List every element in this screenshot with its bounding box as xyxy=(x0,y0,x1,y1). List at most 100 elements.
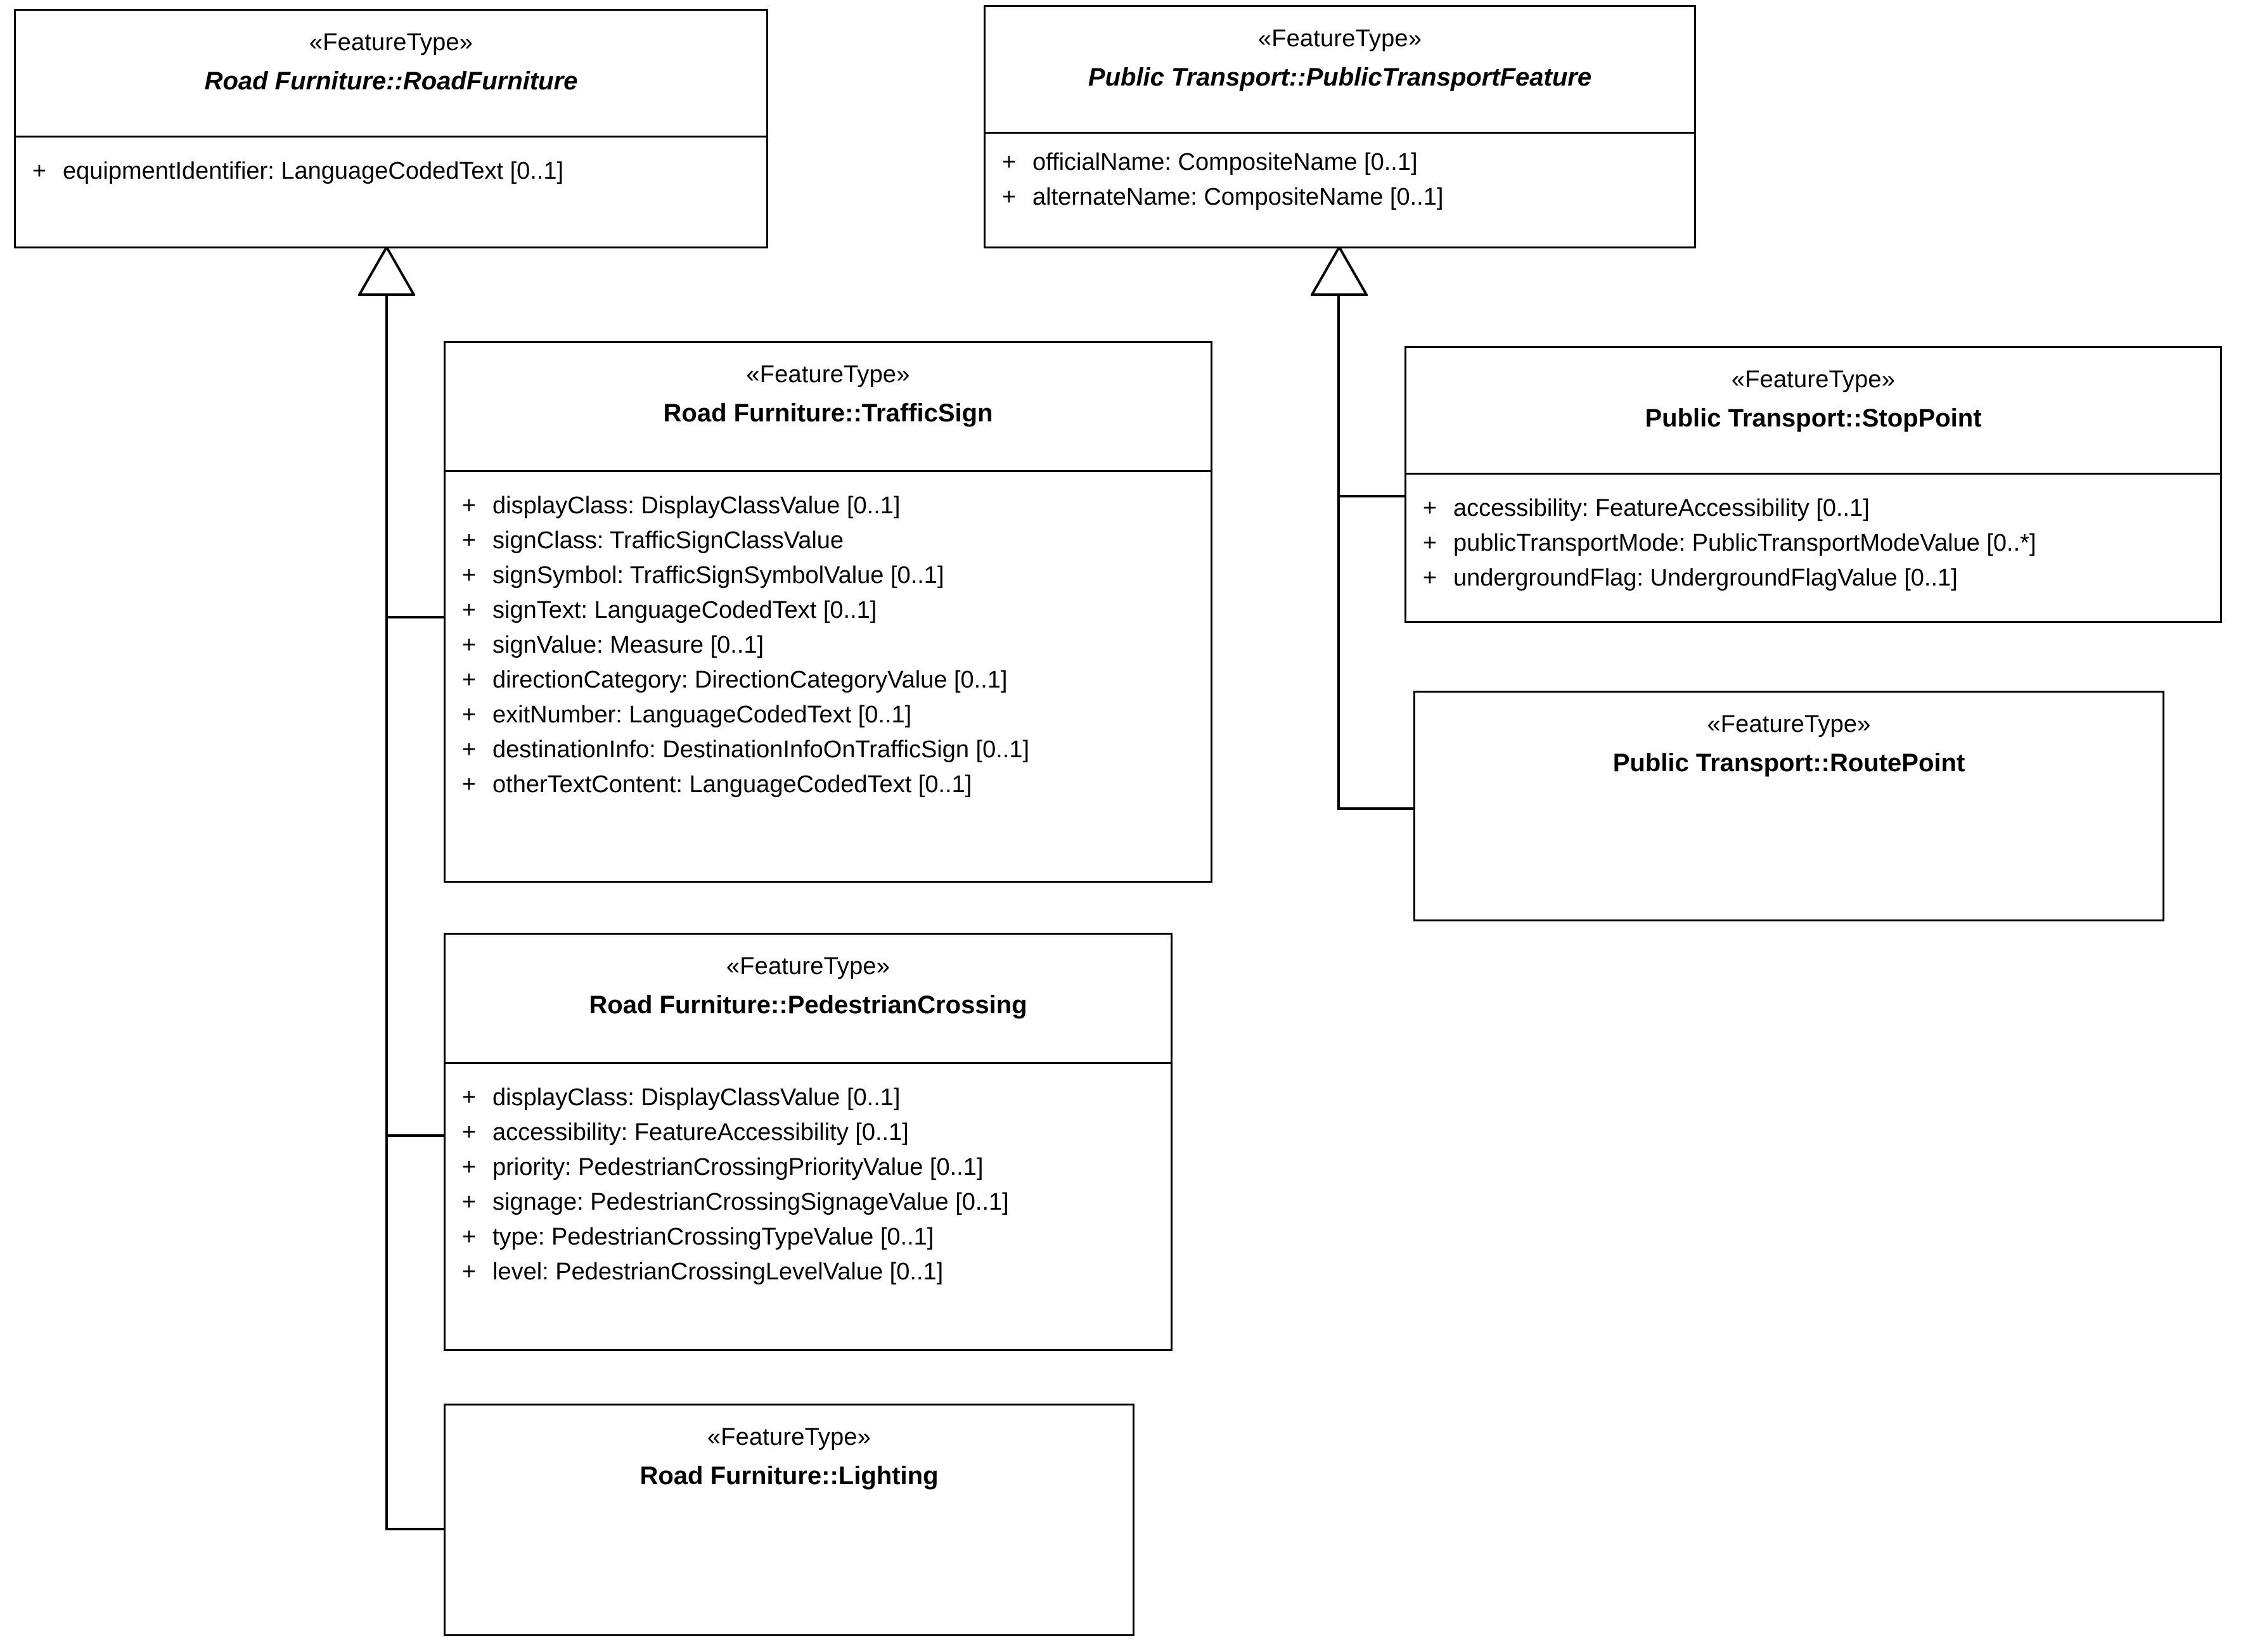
attribute-text: signText: LanguageCodedText [0..1] xyxy=(492,597,877,624)
generalization-branch-lighting xyxy=(385,1528,446,1530)
attribute-text: officialName: CompositeName [0..1] xyxy=(1032,149,1418,176)
class-traffic-sign[interactable]: «FeatureType» Road Furniture::TrafficSig… xyxy=(444,341,1212,883)
attribute-row: + priority: PedestrianCrossingPriorityVa… xyxy=(446,1150,1171,1185)
class-title: Road Furniture::Lighting xyxy=(639,1462,939,1490)
attribute-row: + accessibility: FeatureAccessibility [0… xyxy=(1406,491,2220,526)
visibility-marker: + xyxy=(461,771,477,798)
attribute-text: equipmentIdentifier: LanguageCodedText [… xyxy=(63,158,564,184)
class-title: Public Transport::RoutePoint xyxy=(1612,749,1965,778)
class-header-traffic-sign: «FeatureType» Road Furniture::TrafficSig… xyxy=(446,343,1211,472)
attribute-text: publicTransportMode: PublicTransportMode… xyxy=(1453,530,2036,556)
attribute-text: signClass: TrafficSignClassValue xyxy=(492,527,844,554)
attribute-text: priority: PedestrianCrossingPriorityValu… xyxy=(492,1154,984,1181)
visibility-marker: + xyxy=(1422,530,1437,556)
attribute-text: level: PedestrianCrossingLevelValue [0..… xyxy=(492,1258,944,1285)
class-road-furniture[interactable]: «FeatureType» Road Furniture::RoadFurnit… xyxy=(14,9,768,248)
attribute-row: + displayClass: DisplayClassValue [0..1] xyxy=(446,489,1211,523)
class-title: Road Furniture::PedestrianCrossing xyxy=(589,991,1027,1020)
visibility-marker: + xyxy=(461,1258,477,1285)
visibility-marker: + xyxy=(461,736,477,763)
class-header-road-furniture: «FeatureType» Road Furniture::RoadFurnit… xyxy=(16,11,766,138)
attribute-text: destinationInfo: DestinationInfoOnTraffi… xyxy=(492,736,1030,763)
visibility-marker: + xyxy=(32,158,47,184)
visibility-marker: + xyxy=(461,701,477,728)
class-lighting[interactable]: «FeatureType» Road Furniture::Lighting xyxy=(444,1404,1134,1636)
class-header-public-transport-feature: «FeatureType» Public Transport::PublicTr… xyxy=(986,7,1694,134)
stereotype-label: «FeatureType» xyxy=(1707,711,1871,738)
class-public-transport-feature[interactable]: «FeatureType» Public Transport::PublicTr… xyxy=(984,5,1696,248)
attribute-row: + otherTextContent: LanguageCodedText [0… xyxy=(446,767,1211,802)
class-header-pedestrian-crossing: «FeatureType» Road Furniture::Pedestrian… xyxy=(446,935,1171,1064)
attribute-row: + signValue: Measure [0..1] xyxy=(446,628,1211,663)
stereotype-label: «FeatureType» xyxy=(1731,366,1896,393)
attribute-compartment-pedestrian-crossing: + displayClass: DisplayClassValue [0..1]… xyxy=(446,1064,1171,1306)
visibility-marker: + xyxy=(461,632,477,658)
attribute-text: accessibility: FeatureAccessibility [0..… xyxy=(1453,495,1870,522)
attribute-text: accessibility: FeatureAccessibility [0..… xyxy=(492,1119,909,1146)
attribute-text: directionCategory: DirectionCategoryValu… xyxy=(492,667,1008,693)
visibility-marker: + xyxy=(461,667,477,693)
class-header-stop-point: «FeatureType» Public Transport::StopPoin… xyxy=(1406,348,2220,475)
class-header-route-point: «FeatureType» Public Transport::RoutePoi… xyxy=(1415,693,2163,819)
generalization-trunk-road-furniture xyxy=(385,295,388,1530)
visibility-marker: + xyxy=(461,492,477,519)
attribute-row: + signText: LanguageCodedText [0..1] xyxy=(446,593,1211,628)
attribute-text: alternateName: CompositeName [0..1] xyxy=(1032,184,1444,210)
visibility-marker: + xyxy=(461,562,477,589)
attribute-text: signValue: Measure [0..1] xyxy=(492,632,764,658)
class-title: Public Transport::StopPoint xyxy=(1645,404,1982,433)
stereotype-label: «FeatureType» xyxy=(746,361,910,388)
attribute-row: + signSymbol: TrafficSignSymbolValue [0.… xyxy=(446,558,1211,593)
visibility-marker: + xyxy=(461,1189,477,1215)
visibility-marker: + xyxy=(461,1154,477,1181)
attribute-text: signSymbol: TrafficSignSymbolValue [0..1… xyxy=(492,562,944,589)
attribute-text: otherTextContent: LanguageCodedText [0..… xyxy=(492,771,972,798)
attribute-text: exitNumber: LanguageCodedText [0..1] xyxy=(492,701,912,728)
attribute-compartment-road-furniture: + equipmentIdentifier: LanguageCodedText… xyxy=(16,138,766,205)
attribute-row: + directionCategory: DirectionCategoryVa… xyxy=(446,663,1211,698)
attribute-row: + officialName: CompositeName [0..1] xyxy=(986,145,1694,180)
generalization-branch-pedestrian-crossing xyxy=(385,1134,446,1137)
stereotype-label: «FeatureType» xyxy=(726,953,890,980)
generalization-branch-traffic-sign xyxy=(385,616,446,618)
visibility-marker: + xyxy=(1422,495,1437,522)
attribute-text: signage: PedestrianCrossingSignageValue … xyxy=(492,1189,1009,1215)
class-route-point[interactable]: «FeatureType» Public Transport::RoutePoi… xyxy=(1413,691,2164,921)
generalization-arrowhead-road-furniture xyxy=(358,246,415,297)
class-title: Road Furniture::TrafficSign xyxy=(663,399,993,428)
attribute-row: + alternateName: CompositeName [0..1] xyxy=(986,180,1694,215)
class-title: Road Furniture::RoadFurniture xyxy=(204,67,578,96)
attribute-row: + signClass: TrafficSignClassValue xyxy=(446,523,1211,558)
generalization-arrowhead-public-transport-feature xyxy=(1311,246,1368,297)
attribute-row: + destinationInfo: DestinationInfoOnTraf… xyxy=(446,733,1211,767)
attribute-compartment-public-transport-feature: + officialName: CompositeName [0..1] + a… xyxy=(986,134,1694,231)
visibility-marker: + xyxy=(461,1119,477,1146)
visibility-marker: + xyxy=(461,527,477,554)
class-stop-point[interactable]: «FeatureType» Public Transport::StopPoin… xyxy=(1404,346,2222,623)
attribute-compartment-traffic-sign: + displayClass: DisplayClassValue [0..1]… xyxy=(446,472,1211,819)
attribute-text: displayClass: DisplayClassValue [0..1] xyxy=(492,1084,901,1111)
visibility-marker: + xyxy=(1001,149,1017,176)
attribute-row: + displayClass: DisplayClassValue [0..1] xyxy=(446,1080,1171,1115)
attribute-row: + exitNumber: LanguageCodedText [0..1] xyxy=(446,698,1211,733)
visibility-marker: + xyxy=(461,1224,477,1250)
attribute-row: + level: PedestrianCrossingLevelValue [0… xyxy=(446,1255,1171,1290)
visibility-marker: + xyxy=(461,1084,477,1111)
stereotype-label: «FeatureType» xyxy=(309,29,473,56)
visibility-marker: + xyxy=(1001,184,1017,210)
generalization-branch-stop-point xyxy=(1337,495,1407,497)
class-header-lighting: «FeatureType» Road Furniture::Lighting xyxy=(446,1405,1133,1535)
attribute-text: undergroundFlag: UndergroundFlagValue [0… xyxy=(1453,565,1958,591)
class-title: Public Transport::PublicTransportFeature xyxy=(1088,63,1592,92)
visibility-marker: + xyxy=(1422,565,1437,591)
attribute-row: + accessibility: FeatureAccessibility [0… xyxy=(446,1115,1171,1150)
class-pedestrian-crossing[interactable]: «FeatureType» Road Furniture::Pedestrian… xyxy=(444,933,1173,1351)
attribute-row: + type: PedestrianCrossingTypeValue [0..… xyxy=(446,1220,1171,1255)
attribute-compartment-stop-point: + accessibility: FeatureAccessibility [0… xyxy=(1406,475,2220,612)
attribute-row: + equipmentIdentifier: LanguageCodedText… xyxy=(16,154,766,189)
attribute-text: type: PedestrianCrossingTypeValue [0..1] xyxy=(492,1224,934,1250)
stereotype-label: «FeatureType» xyxy=(707,1424,871,1450)
attribute-text: displayClass: DisplayClassValue [0..1] xyxy=(492,492,901,519)
generalization-trunk-public-transport-feature xyxy=(1337,295,1340,810)
